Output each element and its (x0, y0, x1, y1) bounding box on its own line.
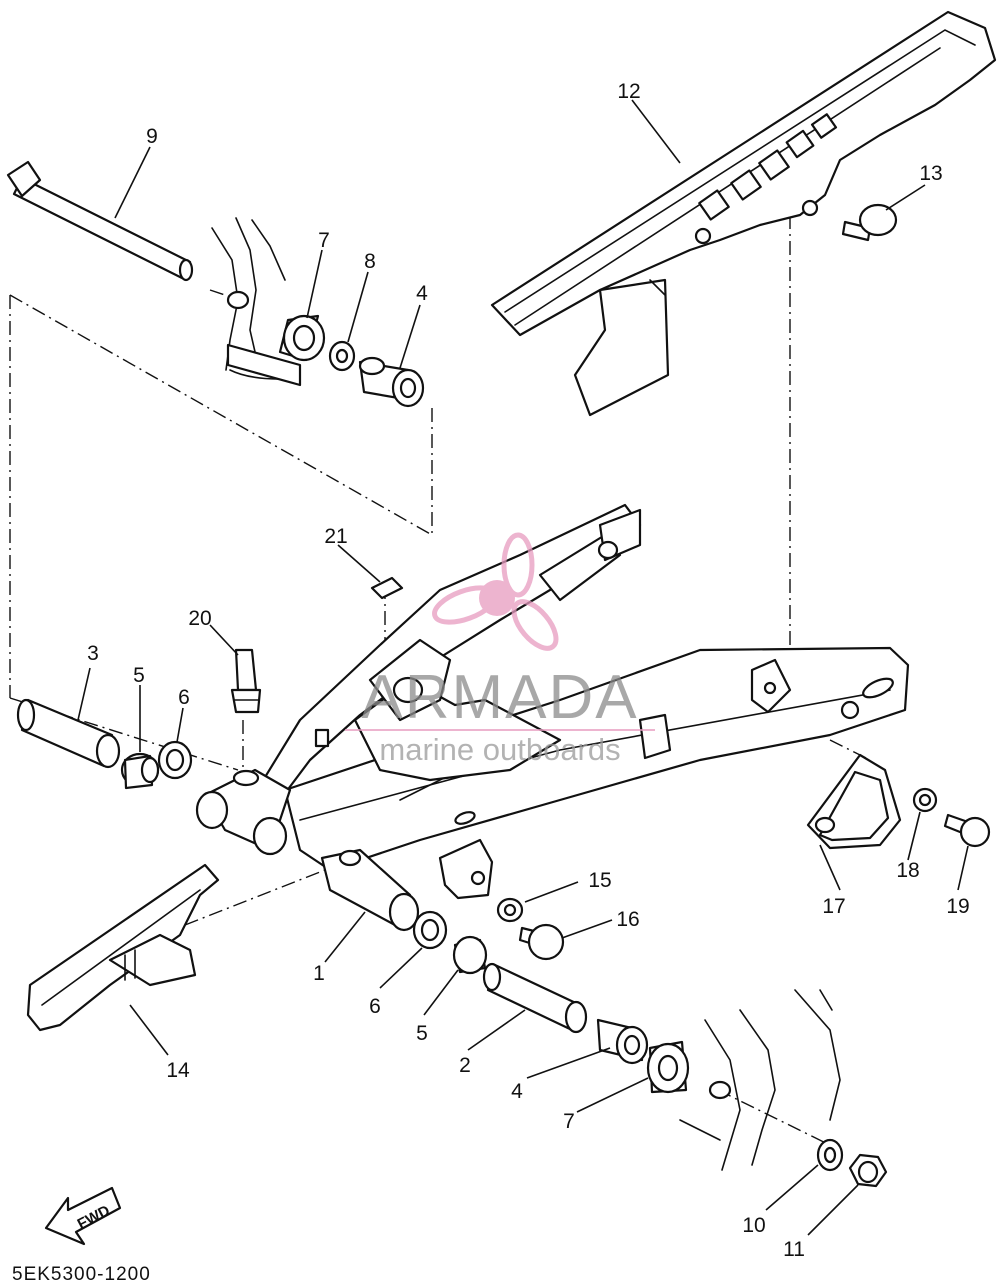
callout-12: 12 (617, 80, 640, 103)
callout-13: 13 (919, 162, 942, 185)
collar-chain-guide (912, 787, 938, 813)
callout-11: 11 (783, 1238, 805, 1261)
chain-slider (26, 863, 220, 1032)
grease-nipple (230, 648, 262, 714)
callout-5-left: 5 (133, 664, 145, 687)
chain-guide-plate (806, 753, 902, 850)
callout-5-right: 5 (416, 1022, 428, 1045)
callout-21: 21 (324, 525, 347, 548)
forward-arrow: FWD (44, 1186, 122, 1246)
pivot-shaft (6, 160, 194, 282)
callout-7-lower: 7 (563, 1110, 575, 1133)
callout-9: 9 (146, 125, 158, 148)
callout-4-lower: 4 (511, 1080, 523, 1103)
callout-4-upper: 4 (416, 282, 428, 305)
callout-19: 19 (946, 895, 969, 918)
callout-1: 1 (313, 962, 325, 985)
watermark-brand: ARMADA (361, 663, 638, 732)
frame-bracket-lower (679, 989, 841, 1171)
label-plate (370, 576, 404, 600)
washer-cushion (496, 897, 524, 923)
bolt-chain-case (841, 203, 898, 242)
callout-7-upper: 7 (318, 229, 330, 252)
callout-10: 10 (742, 1214, 765, 1237)
callout-14: 14 (166, 1059, 190, 1082)
collar-right (412, 910, 448, 950)
watermark-tagline: marine outboards (379, 732, 620, 767)
callout-6-right: 6 (369, 995, 381, 1018)
bush-upper (358, 356, 425, 408)
callout-labels: 1 2 3 4 4 5 5 6 6 7 7 8 9 10 11 12 13 14… (87, 80, 970, 1261)
callout-16: 16 (616, 908, 639, 931)
washer-nut (816, 1138, 844, 1172)
diagram-code: 5EK5300-1200 (12, 1264, 151, 1285)
bush-right (452, 935, 488, 975)
bolt-chain-guide (943, 813, 991, 848)
armada-watermark: ARMADA marine outboards (345, 532, 655, 767)
frame-bracket-upper (211, 217, 302, 387)
callout-3: 3 (87, 642, 99, 665)
collar-left (157, 740, 193, 780)
callout-2: 2 (459, 1054, 471, 1077)
callout-15: 15 (588, 869, 611, 892)
propeller-logo (432, 532, 559, 651)
callout-20: 20 (188, 607, 211, 630)
pipe-left (16, 698, 121, 769)
washer-upper (328, 340, 356, 372)
bolt-cushion (518, 923, 565, 961)
pipe-right (482, 962, 588, 1034)
callout-8: 8 (364, 250, 376, 273)
bush-lower (596, 1018, 649, 1065)
callout-17: 17 (822, 895, 845, 918)
swingarm-pivot-boss-right (320, 848, 420, 932)
bush-left (120, 752, 160, 790)
collar-lower (646, 1040, 690, 1094)
swingarm-pivot-boss-left (195, 768, 292, 856)
chain-case (490, 10, 997, 417)
swingarm (246, 503, 910, 900)
callout-18: 18 (896, 859, 919, 882)
leader-lines (77, 99, 969, 1236)
nut (848, 1153, 888, 1188)
collar-upper (278, 314, 326, 362)
callout-6-left: 6 (178, 686, 190, 709)
